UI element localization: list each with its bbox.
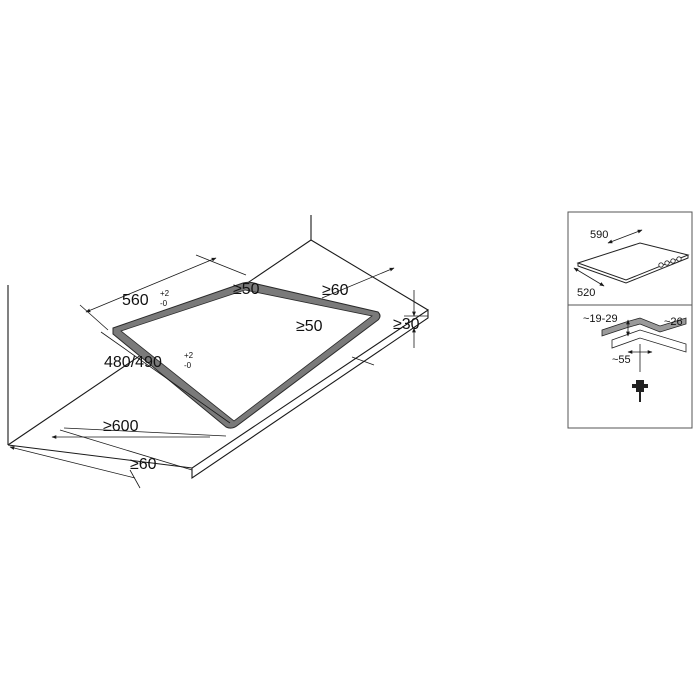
inset-panel: 590 520 ~19-29 ~26 ~55 <box>567 211 693 429</box>
front-edge-label: ≥60 <box>130 456 157 473</box>
worktop-drawing <box>7 215 429 489</box>
section-thumbnail <box>601 317 687 402</box>
hob-width-label: 590 <box>590 229 608 241</box>
cutout-width-tol-top: +2 <box>160 289 170 298</box>
section-lip-label: ~26 <box>664 316 683 328</box>
back-clearance-label: ≥60 <box>322 282 349 299</box>
knob-icon <box>670 258 676 264</box>
worktop-depth-label: ≥600 <box>103 418 139 435</box>
cutout-depth-label: 480/490 <box>104 354 162 371</box>
connector-icon <box>632 380 648 402</box>
cutout-width-tol-bottom: -0 <box>160 299 168 308</box>
knob-icon <box>676 256 682 262</box>
main-dimension-labels: 560 +2 -0 480/490 +2 -0 ≥60 ≥50 ≥50 ≥600… <box>103 281 420 473</box>
front-clearance-label: ≥50 <box>296 318 323 335</box>
knob-icon <box>664 260 670 266</box>
side-clearance-label: ≥50 <box>233 281 260 298</box>
section-depth-label: ~55 <box>612 354 631 366</box>
cutout-depth-tol-bottom: -0 <box>184 361 192 370</box>
hob-depth-label: 520 <box>577 287 595 299</box>
knob-icon <box>658 262 664 268</box>
cutout-depth-tol-top: +2 <box>184 351 194 360</box>
cutout-width-label: 560 <box>122 292 149 309</box>
thickness-label: ≥30 <box>393 316 420 333</box>
section-height-label: ~19-29 <box>583 313 618 325</box>
hob-thumbnail <box>573 229 690 287</box>
